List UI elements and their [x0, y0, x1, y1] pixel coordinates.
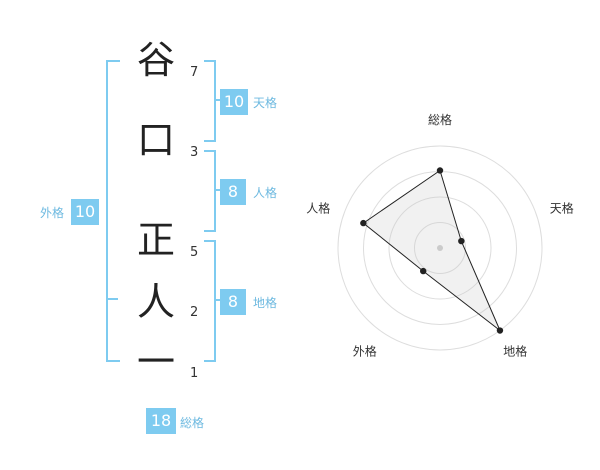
tenkaku-value-badge: 10 — [220, 89, 248, 115]
stroke-count-2: 3 — [190, 145, 199, 160]
chikaku-bracket — [204, 240, 216, 362]
name-char-2: 口 — [136, 118, 175, 162]
radar-center-dot — [437, 245, 443, 251]
soukaku-value-badge: 18 — [146, 408, 176, 434]
radar-data-point — [420, 267, 427, 275]
soukaku-label: 総格 — [180, 416, 205, 430]
radar-data-point — [496, 327, 504, 334]
radar-data-point — [458, 237, 465, 245]
stroke-count-4: 2 — [190, 305, 199, 320]
jinkaku-connector — [214, 189, 222, 191]
gaikaku-bracket — [106, 60, 120, 362]
tenkaku-connector — [214, 99, 222, 101]
chikaku-label: 地格 — [253, 296, 278, 310]
tenkaku-label: 天格 — [253, 96, 278, 110]
radar-axis-label: 天格 — [550, 200, 574, 215]
name-char-5: 一 — [136, 340, 175, 384]
name-char-3: 正 — [136, 218, 175, 262]
tenkaku-bracket — [204, 60, 216, 142]
radar-data-point — [360, 219, 367, 227]
name-char-1: 谷 — [136, 38, 175, 82]
chikaku-connector — [214, 299, 222, 301]
radar-grid-ring — [414, 222, 466, 274]
gaikaku-value-badge: 10 — [71, 199, 99, 225]
stroke-count-1: 7 — [190, 65, 199, 80]
radar-axis-label: 外格 — [353, 344, 377, 359]
name-char-4: 人 — [136, 280, 175, 324]
chikaku-value-badge: 8 — [220, 289, 246, 315]
stroke-count-3: 5 — [190, 245, 199, 260]
jinkaku-bracket — [204, 150, 216, 232]
radar-data-point — [436, 167, 444, 174]
jinkaku-value-badge: 8 — [220, 179, 246, 205]
radar-grid-ring — [388, 196, 492, 300]
radar-axis-label: 総格 — [428, 112, 452, 127]
jinkaku-label: 人格 — [253, 186, 278, 200]
radar-axis-label: 人格 — [306, 200, 330, 215]
radar-grid-ring — [337, 145, 543, 351]
stroke-count-5: 1 — [190, 366, 199, 381]
radar-data-polygon — [362, 169, 501, 331]
gaikaku-bracket-divider — [106, 298, 118, 300]
radar-axis-label: 地格 — [503, 344, 527, 359]
gaikaku-label: 外格 — [40, 206, 65, 220]
